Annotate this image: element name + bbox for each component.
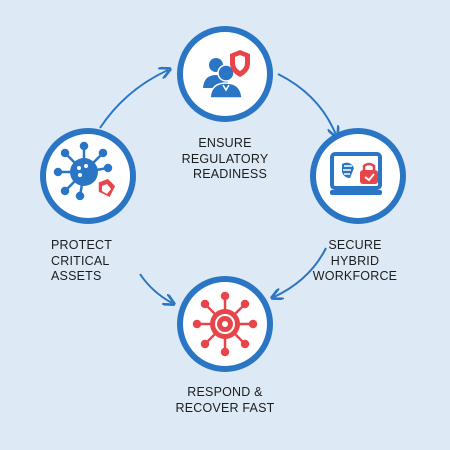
label-workforce: SECURE HYBRID WORKFORCE [300,238,410,285]
label-workforce-line-1: SECURE [328,238,382,252]
node-workforce [310,128,406,224]
virus-shield-icon [53,141,117,201]
arrow-left-to-bottom [139,273,172,303]
node-respond [177,276,273,372]
label-respond-line-1: RESPOND & [187,385,263,399]
label-regulatory-line-2: REGULATORY [181,151,269,166]
label-workforce-line-3: WORKFORCE [312,269,398,283]
compliance-people-shield-icon [203,50,250,99]
label-assets: PROTECT CRITICAL ASSETS [51,238,141,285]
label-assets-line-2: CRITICAL [51,253,110,268]
monitor-hybrid-work-icon [330,152,382,195]
label-workforce-line-2: HYBRID [330,253,380,268]
node-assets [40,128,136,224]
label-regulatory-line-3: READINESS [192,167,268,181]
virus-response-icon [192,291,258,357]
label-assets-line-3: ASSETS [51,269,102,283]
label-respond: RESPOND & RECOVER FAST [150,385,300,416]
arrow-right-to-bottom [274,247,327,297]
label-regulatory: ENSURE REGULATORY READINESS [150,136,300,183]
label-respond-line-2: RECOVER FAST [175,400,275,415]
node-regulatory [177,26,273,122]
label-assets-line-1: PROTECT [51,238,113,252]
label-regulatory-line-1: ENSURE [198,136,252,150]
arrow-left-to-top [99,70,168,129]
arrow-top-to-right [277,73,336,135]
